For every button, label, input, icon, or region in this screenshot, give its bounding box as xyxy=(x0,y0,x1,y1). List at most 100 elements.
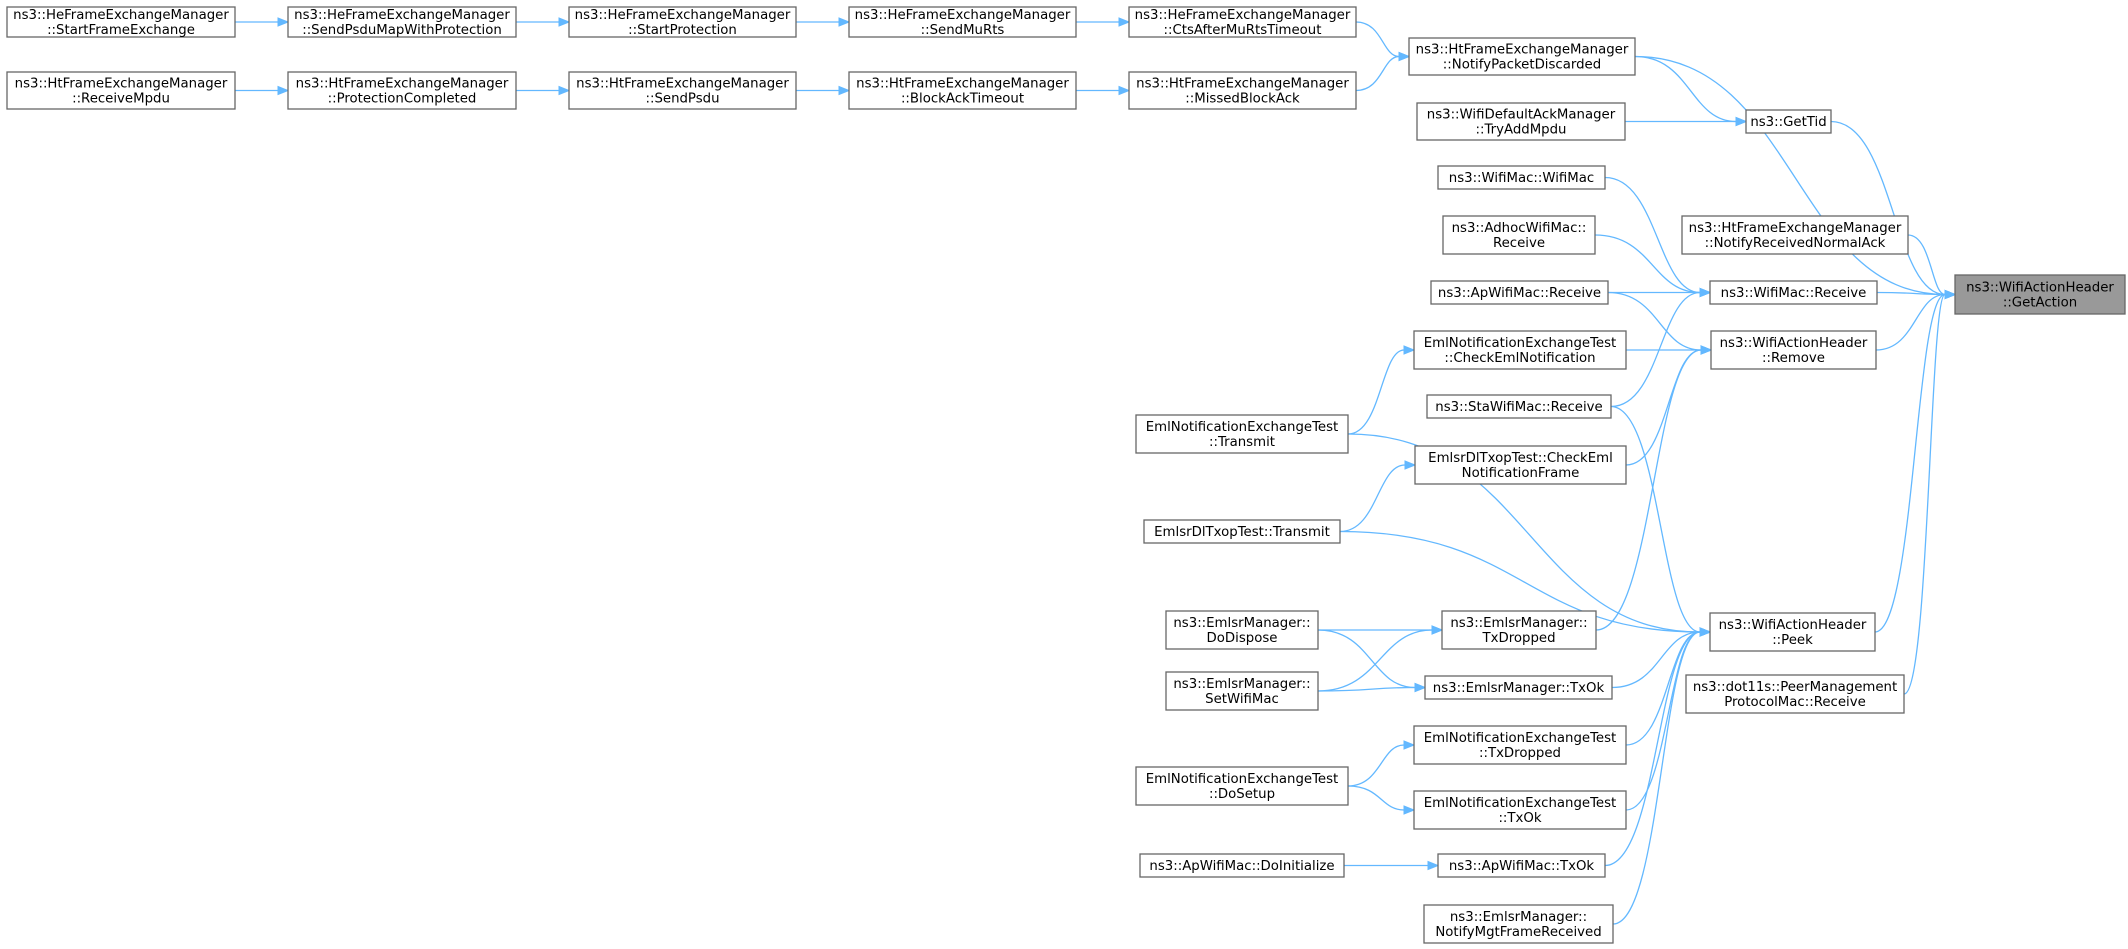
node-emlsr-dl-transmit[interactable]: EmlsrDlTxopTest::Transmit xyxy=(1143,519,1341,544)
edge-default_ack_try_add_mpdu-to-get_tid xyxy=(1625,116,1748,127)
node-emlsr-do-dispose[interactable]: ns3::EmlsrManager::DoDispose xyxy=(1165,610,1319,650)
node-label-line: ::Transmit xyxy=(1209,435,1275,450)
node-label-line: EmlNotificationExchangeTest xyxy=(1424,796,1617,811)
node-default-ack-try-add-mpdu[interactable]: ns3::WifiDefaultAckManager::TryAddMpdu xyxy=(1416,102,1626,141)
edge-sta_receive-to-action_peek xyxy=(1610,405,1712,637)
node-he-send-psdu-map[interactable]: ns3::HeFrameExchangeManager::SendPsduMap… xyxy=(287,6,517,38)
node-label-line: ::CheckEmlNotification xyxy=(1444,351,1595,366)
edge-line xyxy=(1611,631,1701,689)
node-he-send-mu-rts[interactable]: ns3::HeFrameExchangeManager::SendMuRts xyxy=(848,6,1077,38)
node-box xyxy=(568,6,797,38)
node-emlsr-tx-dropped[interactable]: ns3::EmlsrManager::TxDropped xyxy=(1441,610,1597,650)
node-box xyxy=(1685,674,1905,714)
node-ht-notify-packet-discarded[interactable]: ns3::HtFrameExchangeManager::NotifyPacke… xyxy=(1408,37,1636,76)
node-eml-tx-ok[interactable]: EmlNotificationExchangeTest::TxOk xyxy=(1413,790,1627,830)
node-box xyxy=(1139,853,1345,878)
node-box xyxy=(1413,330,1627,370)
edge-emlsr_dl_transmit-to-emlsr_check_eml_notification_frame xyxy=(1339,460,1417,533)
edge-line xyxy=(1347,349,1405,435)
node-ht-send-psdu[interactable]: ns3::HtFrameExchangeManager::SendPsdu xyxy=(568,71,797,110)
node-ht-receive-mpdu[interactable]: ns3::HtFrameExchangeManager::ReceiveMpdu xyxy=(6,71,236,110)
node-ap-do-initialize[interactable]: ns3::ApWifiMac::DoInitialize xyxy=(1139,853,1345,878)
edge-arrowhead xyxy=(558,17,571,27)
node-ht-missed-block-ack[interactable]: ns3::HtFrameExchangeManager::MissedBlock… xyxy=(1128,71,1357,110)
node-emlsr-tx-ok[interactable]: ns3::EmlsrManager::TxOk xyxy=(1424,675,1613,700)
node-action-peek[interactable]: ns3::WifiActionHeader::Peek xyxy=(1709,612,1876,652)
node-label-line: ns3::WifiMac::Receive xyxy=(1721,286,1867,301)
node-box xyxy=(1135,414,1349,454)
node-label-line: ns3::WifiActionHeader xyxy=(1720,336,1868,351)
node-label-line: ::Remove xyxy=(1762,351,1825,366)
node-adhoc-receive[interactable]: ns3::AdhocWifiMac::Receive xyxy=(1442,215,1596,255)
node-box xyxy=(1954,274,2126,315)
edge-emlsr_set_wifi_mac-to-emlsr_tx_dropped xyxy=(1317,625,1444,692)
nodes-layer: ns3::WifiActionHeader::GetAction ns3::HeF… xyxy=(6,6,2126,944)
node-box xyxy=(1165,671,1319,711)
node-label-line: DoDispose xyxy=(1207,631,1278,646)
edge-arrowhead xyxy=(1699,627,1712,637)
edge-line xyxy=(1347,433,1701,633)
node-label-line: EmlNotificationExchangeTest xyxy=(1146,420,1339,435)
node-emlsr-set-wifi-mac[interactable]: ns3::EmlsrManager::SetWifiMac xyxy=(1165,671,1319,711)
node-label-line: ::TxOk xyxy=(1498,811,1541,826)
edge-line xyxy=(1347,785,1405,811)
node-label-line: EmlNotificationExchangeTest xyxy=(1146,772,1339,787)
node-label-line: ns3::HeFrameExchangeManager xyxy=(13,8,229,23)
node-label-line: EmlsrDlTxopTest::CheckEml xyxy=(1428,451,1613,466)
edge-line xyxy=(1903,293,1946,695)
node-label-line: EmlNotificationExchangeTest xyxy=(1424,336,1617,351)
node-he-start-frame-exchange[interactable]: ns3::HeFrameExchangeManager::StartFrameE… xyxy=(6,6,236,38)
node-emlsr-check-eml-notification-frame[interactable]: EmlsrDlTxopTest::CheckEmlNotificationFra… xyxy=(1414,445,1627,485)
node-box xyxy=(1442,215,1596,255)
node-label-line: ns3::WifiMac::WifiMac xyxy=(1449,171,1594,186)
node-dot11s-receive[interactable]: ns3::dot11s::PeerManagementProtocolMac::… xyxy=(1685,674,1905,714)
node-get-tid[interactable]: ns3::GetTid xyxy=(1745,109,1832,134)
node-ht-protection-completed[interactable]: ns3::HtFrameExchangeManager::ProtectionC… xyxy=(287,71,517,110)
edge-line xyxy=(1625,631,1701,811)
node-sta-receive[interactable]: ns3::StaWifiMac::Receive xyxy=(1426,394,1612,419)
edge-line xyxy=(1594,234,1701,294)
node-label-line: ns3::ApWifiMac::TxOk xyxy=(1449,859,1595,874)
node-ht-notify-received-normal-ack[interactable]: ns3::HtFrameExchangeManager::NotifyRecei… xyxy=(1681,215,1909,255)
node-box xyxy=(1709,280,1878,305)
node-action-remove[interactable]: ns3::WifiActionHeader::Remove xyxy=(1710,330,1877,370)
node-label-line: ns3::HtFrameExchangeManager xyxy=(296,77,509,92)
node-label-line: ns3::AdhocWifiMac:: xyxy=(1452,221,1587,236)
node-box xyxy=(1128,6,1357,38)
edge-line xyxy=(1595,349,1702,631)
edge-get_tid-to-get_action xyxy=(1830,120,1957,300)
edge-arrowhead xyxy=(838,85,851,96)
edge-ap_do_initialize-to-ap_tx_ok xyxy=(1343,860,1440,871)
node-box xyxy=(1426,394,1612,419)
node-ht-block-ack-timeout[interactable]: ns3::HtFrameExchangeManager::BlockAckTim… xyxy=(848,71,1077,110)
node-label-line: ::DoSetup xyxy=(1209,787,1275,802)
edge-arrowhead xyxy=(1118,85,1131,96)
node-label-line: ::SendPsdu xyxy=(645,92,719,107)
edge-line xyxy=(1355,55,1400,92)
node-box xyxy=(1135,766,1349,806)
node-eml-check-notification[interactable]: EmlNotificationExchangeTest::CheckEmlNot… xyxy=(1413,330,1627,370)
edge-ht_missed_block_ack-to-ht_notify_packet_discarded xyxy=(1355,51,1411,92)
node-eml-transmit[interactable]: EmlNotificationExchangeTest::Transmit xyxy=(1135,414,1349,454)
edge-eml_do_setup-to-eml_tx_dropped xyxy=(1347,740,1416,787)
node-ap-tx-ok[interactable]: ns3::ApWifiMac::TxOk xyxy=(1437,853,1606,878)
node-emlsr-notify-mgt-frame-received[interactable]: ns3::EmlsrManager::NotifyMgtFrameReceive… xyxy=(1423,904,1614,944)
node-wifimac-wifimac[interactable]: ns3::WifiMac::WifiMac xyxy=(1437,165,1606,190)
node-label-line: ns3::HtFrameExchangeManager xyxy=(576,77,789,92)
node-eml-do-setup[interactable]: EmlNotificationExchangeTest::DoSetup xyxy=(1135,766,1349,806)
node-label-line: NotificationFrame xyxy=(1462,466,1580,481)
node-wifimac-receive[interactable]: ns3::WifiMac::Receive xyxy=(1709,280,1878,305)
node-get-action[interactable]: ns3::WifiActionHeader::GetAction xyxy=(1954,274,2126,315)
node-label-line: ::NotifyReceivedNormalAck xyxy=(1705,236,1886,251)
edge-ht_block_ack_timeout-to-ht_missed_block_ack xyxy=(1075,85,1131,96)
node-he-start-protection[interactable]: ns3::HeFrameExchangeManager::StartProtec… xyxy=(568,6,797,38)
node-box xyxy=(287,71,517,110)
node-he-cts-after-mu-rts[interactable]: ns3::HeFrameExchangeManager::CtsAfterMuR… xyxy=(1128,6,1357,38)
edge-ht_notify_packet_discarded-to-get_action xyxy=(1634,55,1957,300)
node-ap-receive[interactable]: ns3::ApWifiMac::Receive xyxy=(1430,280,1609,305)
edge-arrowhead xyxy=(1414,682,1427,693)
edge-emlsr_notify_mgt_frame_received-to-action_peek xyxy=(1612,627,1712,925)
node-eml-tx-dropped[interactable]: EmlNotificationExchangeTest::TxDropped xyxy=(1413,725,1627,765)
node-label-line: ns3::ApWifiMac::DoInitialize xyxy=(1149,859,1334,874)
node-label-line: ns3::HtFrameExchangeManager xyxy=(1136,77,1349,92)
